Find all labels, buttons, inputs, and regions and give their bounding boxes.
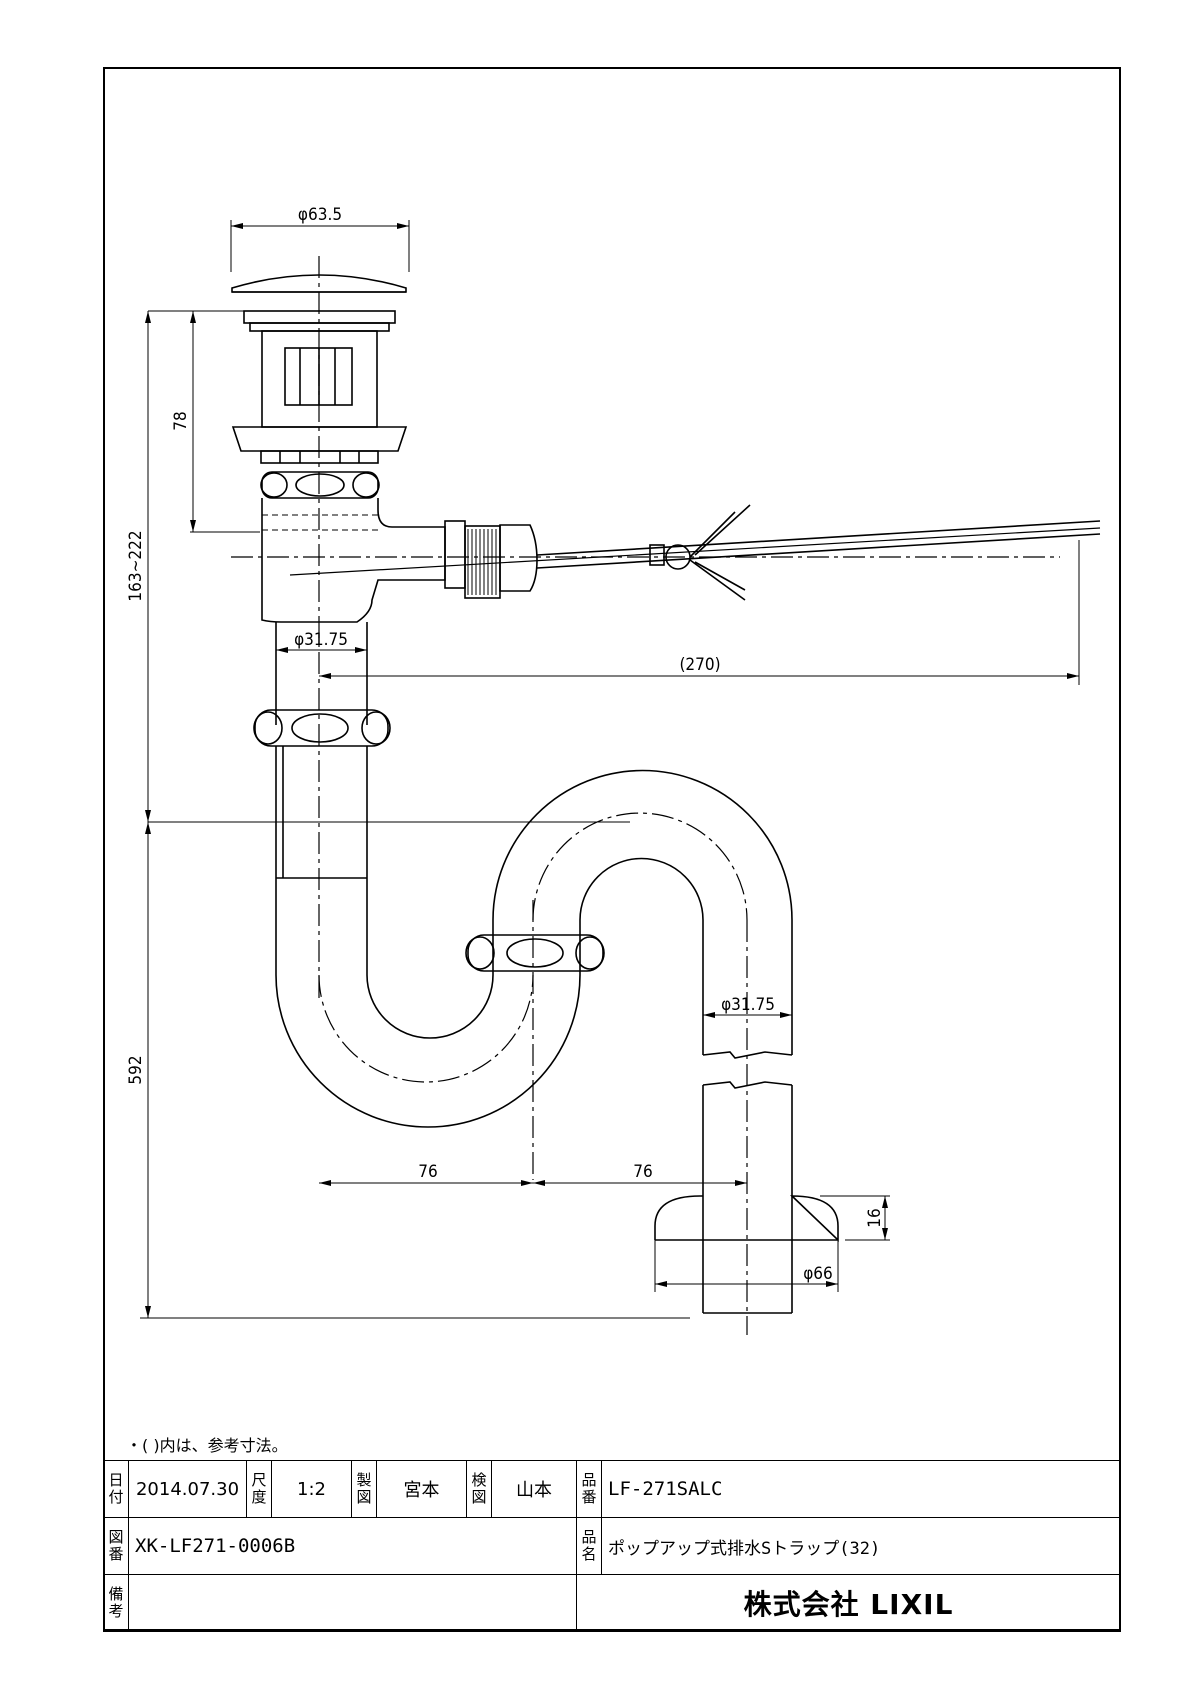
center-lines (231, 256, 1060, 1335)
remarks-label: 備考 (103, 1574, 129, 1632)
dimension-lines (140, 220, 1080, 1319)
scale-value: 1:2 (271, 1460, 352, 1518)
dim-flange-height: 16 (865, 1208, 885, 1227)
dim-offset-1: 76 (418, 1162, 437, 1182)
dim-592: 592 (126, 1055, 146, 1084)
drawing-no: XK-LF271-0006B (128, 1517, 577, 1575)
tail-pipe (253, 622, 391, 879)
dim-lever-length: (270) (679, 655, 720, 675)
arrowheads (145, 223, 1079, 1318)
date-value: 2014.07.30 (128, 1460, 247, 1518)
drawing-no-label: 図番 (103, 1517, 129, 1575)
remarks-value (128, 1574, 577, 1632)
dim-pipe-diameter-lower: φ31.75 (721, 995, 775, 1015)
checked-label: 検図 (466, 1460, 492, 1518)
dim-offset-2: 76 (633, 1162, 652, 1182)
checked-by: 山本 (491, 1460, 577, 1518)
dim-cap-diameter: φ63.5 (298, 205, 342, 225)
dim-flange-diameter: φ66 (803, 1264, 833, 1284)
company-logo: 株式会社 LIXIL (576, 1574, 1121, 1632)
part-no-label: 品番 (576, 1460, 602, 1518)
part-no: LF-271SALC (601, 1460, 1121, 1518)
reference-note: ・( )内は、参考寸法。 (126, 1436, 288, 1455)
name-label: 品名 (576, 1517, 602, 1575)
scale-label: 尺度 (246, 1460, 272, 1518)
dim-78: 78 (171, 411, 191, 430)
date-label: 日付 (103, 1460, 129, 1518)
drawn-by: 宮本 (376, 1460, 467, 1518)
drawn-label: 製図 (351, 1460, 377, 1518)
dim-pipe-diameter-upper: φ31.75 (294, 630, 348, 650)
title-block: 日付 2014.07.30 尺度 1:2 製図 宮本 検図 山本 品番 LF-2… (103, 1460, 1121, 1632)
s-trap (275, 769, 839, 1314)
popup-cap (231, 274, 1101, 623)
product-name: ポップアップ式排水Sトラップ(32) (601, 1517, 1121, 1575)
dim-163-222: 163~222 (126, 530, 146, 601)
